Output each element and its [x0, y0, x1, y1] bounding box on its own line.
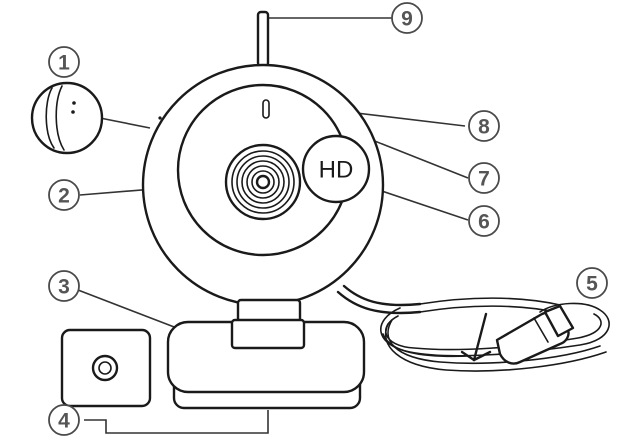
callout-1: 1 [48, 46, 80, 78]
callout-3: 3 [48, 270, 80, 302]
svg-text:7: 7 [478, 168, 490, 191]
led-indicator [262, 99, 270, 119]
svg-text:8: 8 [478, 116, 490, 139]
hd-badge-text: HD [319, 157, 354, 184]
svg-text:1: 1 [58, 52, 70, 75]
svg-text:3: 3 [58, 276, 70, 299]
svg-text:6: 6 [478, 211, 490, 234]
callout-6: 6 [468, 205, 500, 237]
callout-5: 5 [576, 267, 608, 299]
hd-badge [301, 134, 371, 204]
leader-line-4 [84, 410, 269, 434]
leader-line-1 [99, 117, 151, 129]
lens [224, 143, 302, 221]
svg-text:4: 4 [58, 410, 70, 433]
callout-7: 7 [468, 162, 500, 194]
callout-8: 8 [468, 110, 500, 142]
leader-line-7 [361, 135, 469, 179]
microphone-inset [30, 81, 104, 155]
tripod-mount-inset [60, 328, 152, 408]
hinge-neck [236, 298, 302, 324]
clip-top-tab [230, 318, 306, 350]
svg-text:9: 9 [401, 8, 413, 31]
svg-text:2: 2 [58, 185, 70, 208]
leader-line-3 [77, 289, 183, 331]
callout-9: 9 [391, 2, 423, 34]
usb-cable [336, 284, 610, 372]
microphone-hole-left [158, 116, 162, 120]
top-button [256, 10, 270, 68]
callout-2: 2 [48, 179, 80, 211]
svg-text:5: 5 [586, 273, 598, 296]
callout-4: 4 [48, 404, 80, 436]
